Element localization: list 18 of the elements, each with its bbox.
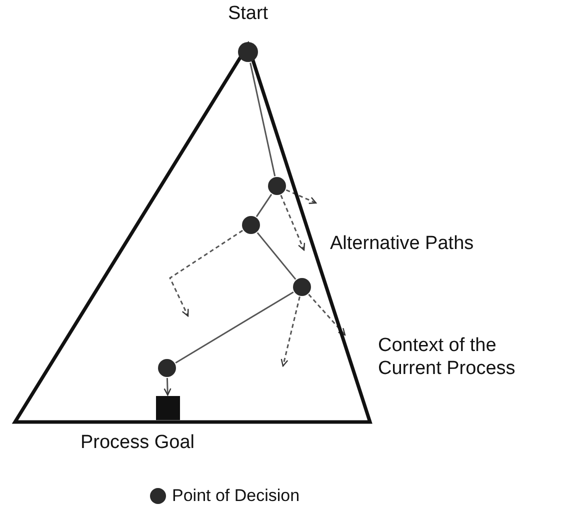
dashed-arrow bbox=[169, 230, 244, 317]
node-label: Process Goal bbox=[79, 431, 196, 454]
path-line bbox=[256, 194, 272, 218]
decision-point bbox=[293, 278, 311, 296]
decision-point bbox=[158, 359, 176, 377]
path-line bbox=[250, 62, 276, 176]
dashed-arrow bbox=[286, 189, 317, 204]
legend-label: Point of Decision bbox=[172, 485, 300, 507]
context-label: Context of the Current Process bbox=[378, 334, 516, 380]
dashed-arrow bbox=[308, 294, 346, 336]
dashed-arrow bbox=[280, 296, 300, 367]
path-line bbox=[175, 291, 294, 364]
dashed-arrow bbox=[280, 194, 306, 251]
decision-point bbox=[268, 177, 286, 195]
path-line bbox=[256, 232, 296, 280]
decision-point bbox=[242, 216, 260, 234]
node-label: Start bbox=[226, 2, 270, 25]
arrow bbox=[164, 378, 172, 396]
